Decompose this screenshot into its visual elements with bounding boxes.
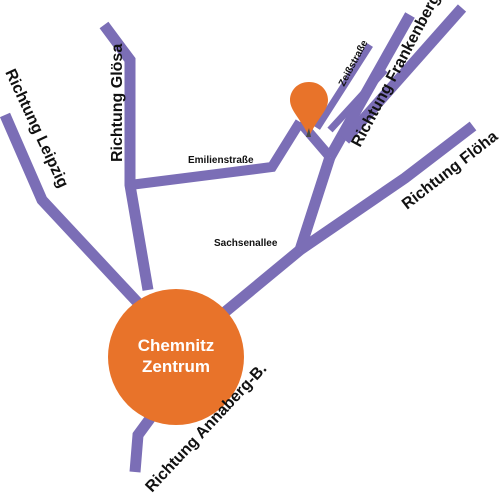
- road-zeissstrasse: [314, 43, 373, 130]
- label-sachsenallee: Sachsenallee: [214, 238, 278, 249]
- label-richtung-frankenberg: Richtung Frankenberg: [349, 0, 444, 150]
- road-zeissstrasse-east: [327, 67, 388, 133]
- label-emilienstrasse: Emilienstraße: [188, 155, 254, 166]
- city-center-circle: [108, 289, 244, 425]
- city-center-label-line2: Zentrum: [142, 357, 210, 376]
- road-emilienstrasse: [129, 119, 305, 190]
- label-zeissstrasse: Zeißstraße: [337, 38, 371, 88]
- road-center-ne: [221, 245, 304, 317]
- city-center-label-line1: Chemnitz: [138, 336, 215, 355]
- city-center-marker: Chemnitz Zentrum: [108, 289, 244, 425]
- label-richtung-gloesa: Richtung Glösa: [109, 44, 126, 162]
- road-leipzig: [0, 112, 145, 309]
- road-frankenberg-outer: [340, 4, 467, 144]
- road-gloesa: [99, 21, 154, 291]
- road-sachsenallee: [294, 155, 336, 252]
- road-floeha: [296, 121, 477, 255]
- map-pin-icon: [290, 82, 328, 137]
